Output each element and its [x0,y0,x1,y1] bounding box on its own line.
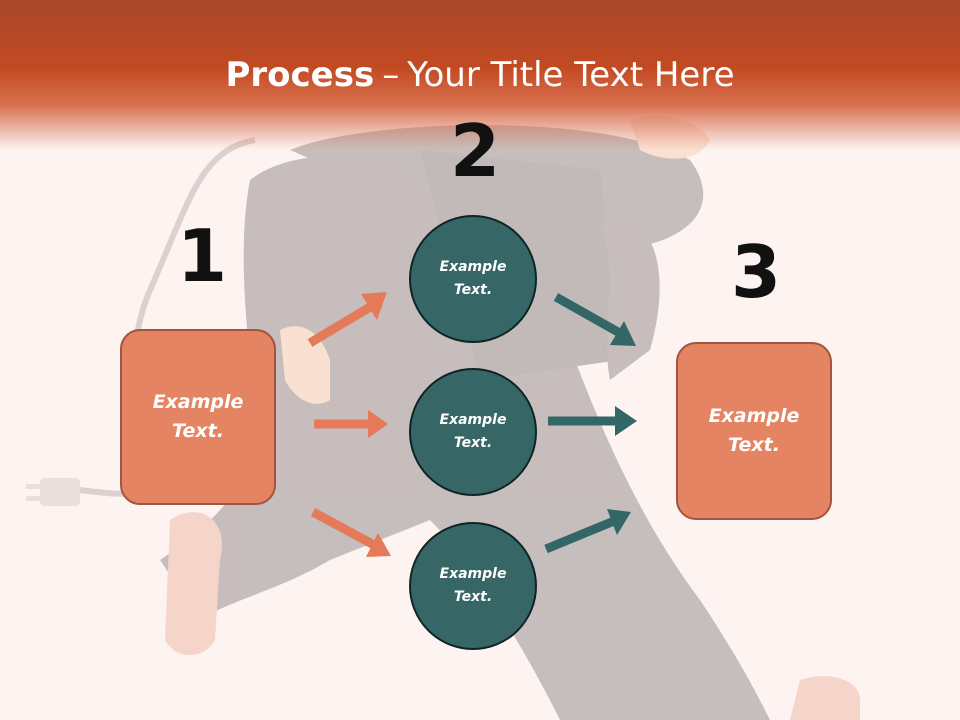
circle-top-text: Example Text. [439,259,507,298]
arrowhead-left-to-middle [368,410,388,438]
title-dash: – [382,55,400,95]
step-number-1: 1 [177,214,228,298]
slide-title: Process–Your Title Text Here [0,55,960,95]
circle-bottom: Example Text. [409,522,537,650]
right-box-text: Example Text. [708,405,800,456]
left-box-text: Example Text. [152,391,244,442]
arrowhead-left-to-bottom [366,533,391,557]
arrowhead-middle-to-right [615,406,637,436]
title-rest: Your Title Text Here [407,55,735,95]
title-bold: Process [225,55,375,95]
right-process-box: Example Text. [676,342,832,520]
arrow-top-to-right [553,293,621,336]
arrow-bottom-to-right [544,516,616,554]
arrowhead-bottom-to-right [607,509,631,535]
left-process-box: Example Text. [120,329,276,505]
step-number-2: 2 [450,109,501,193]
circle-top: Example Text. [409,215,537,343]
circle-middle: Example Text. [409,368,537,496]
step-number-3: 3 [731,230,782,314]
circle-middle-text: Example Text. [439,412,507,451]
arrowhead-top-to-right [610,321,636,346]
title-band [0,0,960,150]
arrow-left-to-bottom [310,508,377,549]
arrowhead-left-to-top [361,292,387,320]
circle-bottom-text: Example Text. [439,566,507,605]
arrow-left-to-top [307,303,373,347]
